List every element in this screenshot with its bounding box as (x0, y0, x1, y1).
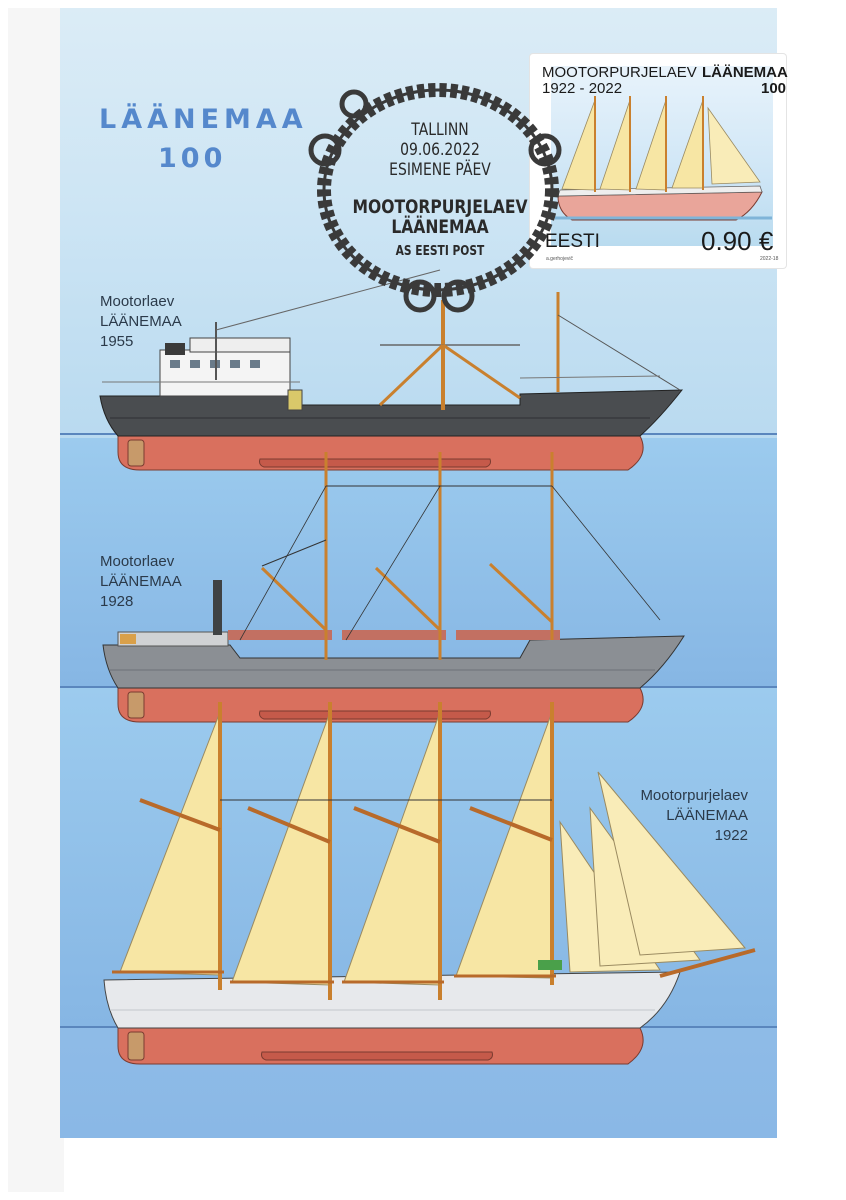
ship-name: LÄÄNEMAA (100, 313, 182, 330)
blank-margin-strip (8, 8, 64, 1192)
postmark-ship-type: MOOTORPURJELAEV (352, 196, 528, 218)
stamp-years: 1922 - 2022 (542, 80, 623, 97)
ship-label-1928: Mootorlaev LÄÄNEMAA 1928 (100, 552, 182, 612)
card-title-number: 100 (158, 143, 227, 174)
postmark-city: TALLINN (411, 120, 469, 140)
stamp-ship-name: LÄÄNEMAA (702, 64, 788, 81)
ship-1955 (99, 269, 684, 471)
ship-type: Mootorlaev (100, 293, 175, 310)
stamp-anniversary: 100 (761, 80, 787, 97)
ship-type: Mootorpurjelaev (640, 787, 748, 804)
stamp-issue-code: 2022-18 (760, 256, 779, 262)
postmark-first-day: ESIMENE PÄEV (389, 160, 491, 180)
ship-1922 (103, 702, 756, 1065)
ship-label-1922: Mootorpurjelaev LÄÄNEMAA 1922 (632, 786, 748, 846)
postmark-date: 09.06.2022 (400, 140, 480, 160)
ship-name: LÄÄNEMAA (666, 807, 748, 824)
stamp-artist-credit: a.gerhojevič (546, 256, 573, 262)
ship-year: 1922 (714, 827, 748, 844)
postmark-issuer: AS EESTI POST (395, 244, 485, 259)
stamp-country: EESTI (545, 231, 600, 252)
ship-1928 (102, 452, 685, 723)
card-title: LÄÄNEMAA (99, 104, 308, 135)
stamp-face-value: 0.90 € (701, 226, 774, 256)
ship-year: 1928 (100, 593, 134, 610)
stamp-ship-type: MOOTORPURJELAEV (542, 64, 697, 81)
ship-type: Mootorlaev (100, 553, 175, 570)
postmark-ship-name: LÄÄNEMAA (391, 216, 489, 238)
ship-name: LÄÄNEMAA (100, 573, 182, 590)
ship-year: 1955 (100, 333, 134, 350)
ship-label-1955: Mootorlaev LÄÄNEMAA 1955 (100, 292, 182, 352)
